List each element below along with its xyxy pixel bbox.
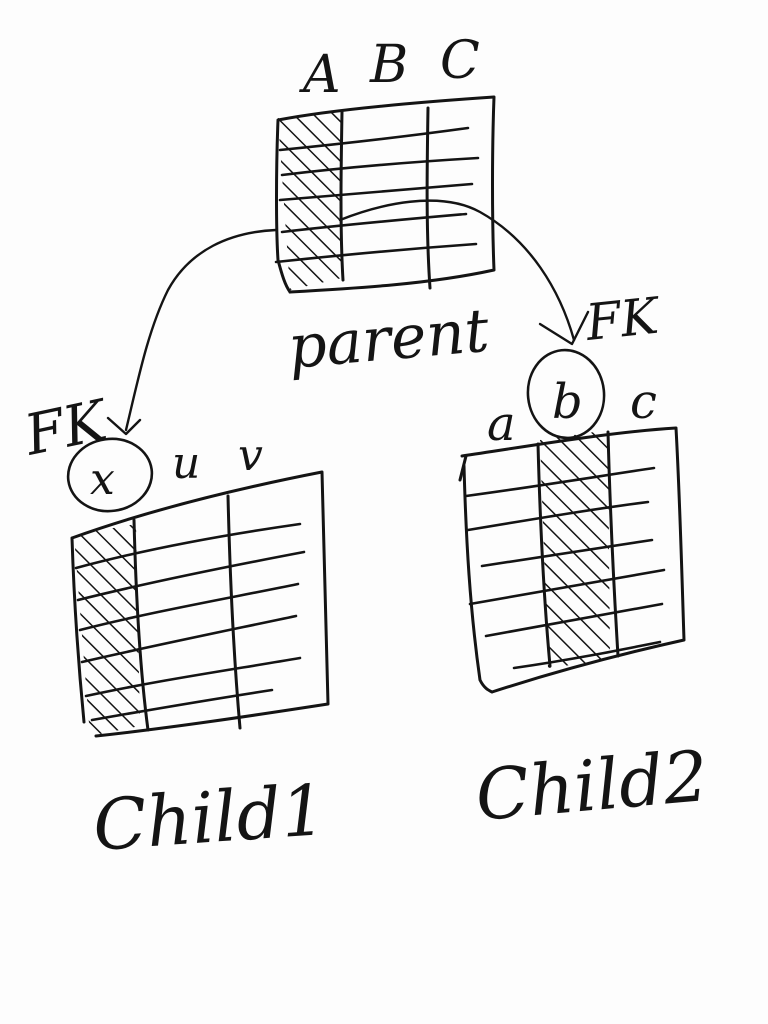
child2-arrowhead (538, 310, 590, 346)
child1-column-x-header: x (90, 454, 115, 505)
child2-row-line (484, 602, 664, 638)
child1-row-line (80, 614, 298, 664)
parent-table-label: parent (285, 296, 492, 383)
parent-to-child1-arrow (124, 228, 278, 432)
parent-column-divider (339, 110, 345, 282)
parent-table-frame (275, 95, 496, 294)
parent-row-line (278, 126, 470, 152)
child1-table-frame (70, 470, 330, 738)
child2-table-frame (460, 426, 686, 694)
child2-row-line (512, 640, 662, 670)
child2-column-c-header: c (630, 374, 657, 430)
child2-table: FK a b c Child2 (458, 286, 711, 837)
relationship-lines (106, 199, 590, 436)
child2-row-line (464, 466, 656, 498)
parent-column-b-header: B (369, 35, 408, 95)
child2-column-divider (536, 442, 552, 668)
child2-frame-tick (458, 454, 468, 482)
parent-row-line (280, 156, 480, 177)
child1-row-line (74, 522, 302, 570)
parent-column-divider (425, 106, 432, 290)
child2-row-line (480, 538, 654, 568)
child2-column-a-header: a (487, 396, 516, 452)
child2-fk-label: FK (582, 286, 663, 352)
parent-row-line (280, 212, 468, 234)
child1-row-line (76, 550, 306, 602)
child2-column-b-header: b (552, 374, 583, 430)
child1-column-u-header: u (172, 438, 200, 489)
child2-row-line (468, 568, 666, 606)
child1-row-line (90, 688, 274, 722)
parent-column-a-header: A (299, 45, 341, 105)
child1-column-v-header: v (238, 430, 263, 481)
parent-column-c-header: C (440, 31, 480, 91)
child1-fk-circle (66, 437, 154, 513)
parent-to-child2-arrow (338, 199, 576, 342)
child2-fk-column-hatch (540, 430, 610, 668)
child1-arrowhead (106, 416, 142, 436)
parent-row-line (274, 242, 478, 264)
child1-table-label: Child1 (90, 769, 328, 867)
parent-row-line (278, 182, 474, 202)
child1-table: FK x u v Child1 (18, 388, 330, 867)
child2-column-divider (606, 430, 620, 658)
child1-row-line (84, 656, 302, 698)
child1-row-line (78, 582, 300, 632)
child2-table-label: Child2 (472, 735, 711, 837)
child1-column-divider (132, 518, 150, 732)
child2-row-line (466, 500, 650, 532)
child1-column-divider (226, 494, 242, 730)
